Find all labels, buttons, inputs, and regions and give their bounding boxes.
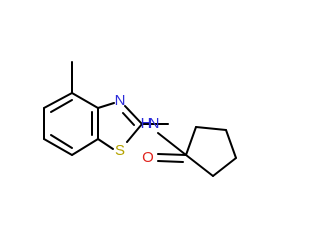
- double-bond-inner: [50, 134, 73, 149]
- bond: [212, 157, 237, 177]
- bond: [71, 92, 99, 109]
- carbonyl-double-bond: [157, 160, 184, 163]
- bond: [126, 123, 143, 143]
- thiazole-ring: [97, 102, 143, 150]
- bond: [97, 102, 115, 109]
- bond: [185, 154, 214, 177]
- bond: [185, 126, 197, 156]
- benzene-ring: [43, 92, 99, 156]
- bond: [124, 105, 143, 125]
- bond: [71, 138, 99, 156]
- cyclopentane-ring: [185, 126, 237, 177]
- atom-h-amide: H: [141, 115, 152, 132]
- double-bond-inner: [50, 99, 73, 113]
- carbonyl-double-bond: [157, 153, 187, 156]
- atom-o-carbonyl: O: [142, 149, 154, 166]
- bond: [43, 138, 73, 156]
- bond: [43, 92, 73, 109]
- molecule-structure: N S N H O: [43, 61, 237, 177]
- atom-n-ring: N: [115, 92, 126, 109]
- atom-s-ring: S: [115, 142, 125, 159]
- bond: [97, 138, 114, 150]
- bond: [157, 132, 187, 156]
- bond: [195, 126, 227, 131]
- double-bond-inner: [122, 112, 135, 126]
- atom-n-amide: N: [149, 115, 160, 132]
- bond: [225, 129, 237, 159]
